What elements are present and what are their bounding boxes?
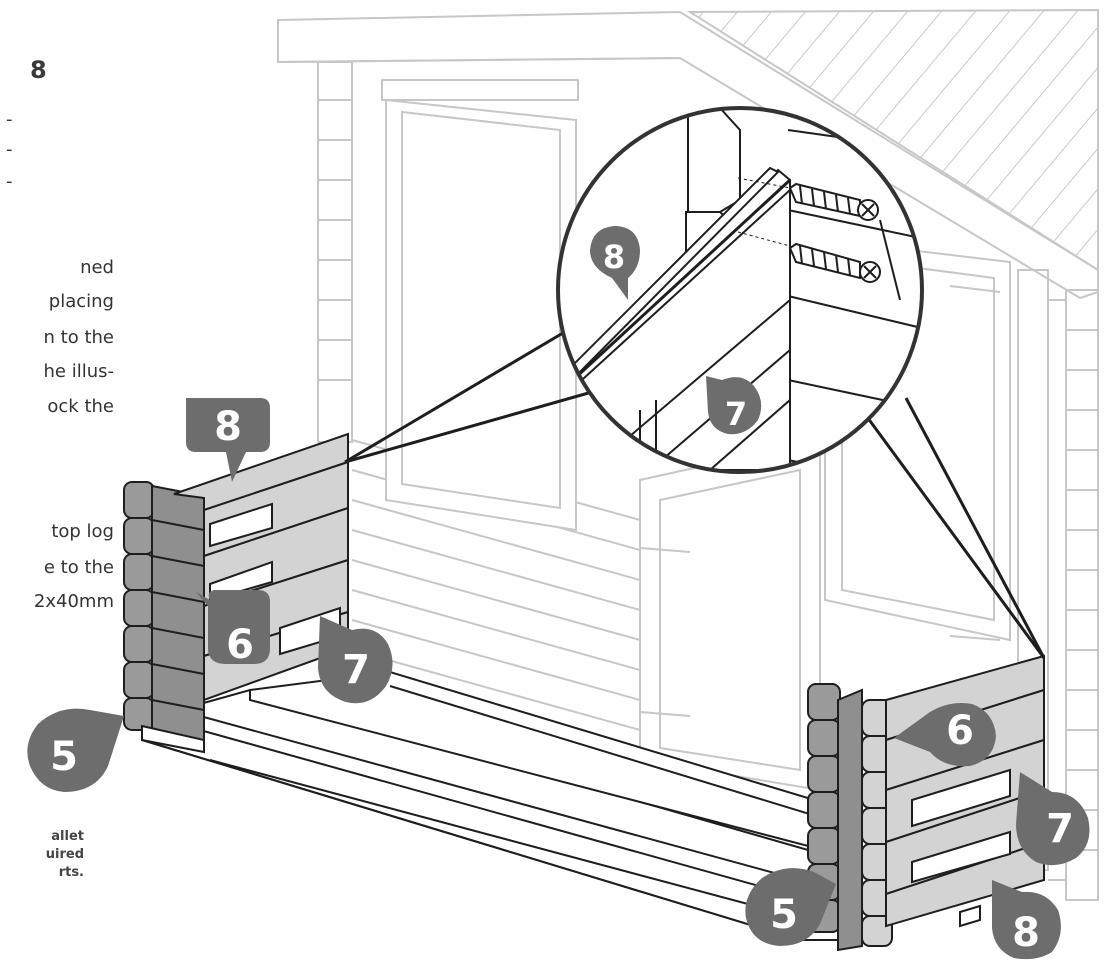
note-line: rts. bbox=[58, 865, 84, 880]
callout-label: 7 bbox=[725, 395, 747, 433]
callout-label: 5 bbox=[50, 734, 78, 780]
paragraph-line: placing bbox=[48, 291, 114, 312]
paragraph-line: top log bbox=[51, 521, 114, 542]
paragraph-line: ned bbox=[80, 257, 114, 278]
callout-badge-8: 8 bbox=[590, 226, 640, 300]
callout-badge-8: 8 bbox=[992, 880, 1061, 960]
callout-label: 8 bbox=[214, 404, 242, 450]
note-line: uired bbox=[45, 847, 84, 862]
callout-badges: 8 6 7 5 8 7 6 bbox=[27, 226, 1090, 960]
callout-badge-7: 7 bbox=[706, 376, 762, 435]
right-wall-section bbox=[807, 654, 1045, 952]
callout-label: 5 bbox=[770, 892, 798, 938]
note-line: allet bbox=[51, 829, 84, 844]
callout-label: 8 bbox=[1012, 910, 1040, 956]
cut-mark: - bbox=[6, 171, 13, 192]
step-number: 8 bbox=[30, 56, 47, 84]
screw-icon bbox=[788, 182, 879, 221]
callout-badge-8: 8 bbox=[186, 398, 270, 482]
callout-badge-7: 7 bbox=[1016, 772, 1090, 866]
cut-mark: - bbox=[6, 139, 13, 160]
paragraph-line: he illus- bbox=[43, 361, 115, 382]
callout-badge-6: 6 bbox=[196, 590, 270, 668]
callout-label: 6 bbox=[226, 622, 254, 668]
callout-label: 8 bbox=[603, 238, 625, 276]
callout-label: 7 bbox=[1046, 806, 1074, 852]
paragraph-line: ock the bbox=[47, 396, 114, 417]
paragraph-line: n to the bbox=[43, 327, 114, 348]
screw-icon bbox=[788, 242, 881, 283]
cut-mark: - bbox=[6, 109, 13, 130]
callout-label: 6 bbox=[946, 708, 974, 754]
zoom-leader-lines bbox=[344, 328, 1046, 659]
callout-label: 7 bbox=[342, 647, 370, 693]
paragraph-line: 2x40mm bbox=[33, 591, 114, 612]
left-wall-section bbox=[123, 432, 349, 754]
callout-badge-6: 6 bbox=[894, 703, 996, 767]
callout-badge-5: 5 bbox=[745, 868, 836, 946]
paragraph-line: e to the bbox=[43, 557, 114, 578]
callout-badge-5: 5 bbox=[27, 708, 125, 792]
instruction-text-column: 8 - - - ned placing n to the he illus- o… bbox=[0, 0, 120, 962]
callout-badge-7: 7 bbox=[318, 616, 393, 704]
